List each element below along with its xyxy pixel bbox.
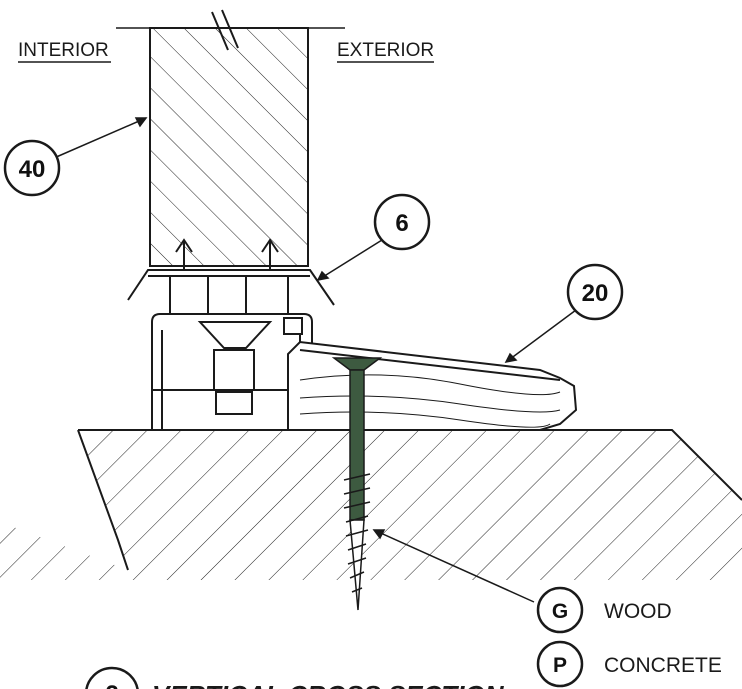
base-profile (151, 313, 313, 431)
svg-text:20: 20 (582, 280, 609, 307)
svg-text:G: G (552, 600, 568, 623)
svg-text:40: 40 (19, 156, 46, 183)
svg-text:6: 6 (395, 210, 408, 237)
svg-text:CONCRETE: CONCRETE (604, 654, 722, 677)
bracket (127, 238, 335, 316)
interior-label: INTERIOR (18, 40, 109, 61)
exterior-label: EXTERIOR (337, 40, 434, 61)
legend-wood: G WOOD (536, 586, 672, 634)
deck-board (287, 340, 578, 431)
screw (331, 357, 383, 611)
svg-text:VERTICAL CROSS SECTION: VERTICAL CROSS SECTION (152, 680, 505, 689)
callout-6: 6 (373, 193, 431, 251)
section-title: 2 VERTICAL CROSS SECTION (85, 666, 505, 689)
callout-40: 40 (3, 139, 61, 197)
post (116, 9, 345, 267)
leader-lines (53, 117, 577, 603)
legend-concrete: P CONCRETE (536, 640, 722, 688)
svg-text:2: 2 (105, 681, 118, 689)
svg-text:WOOD: WOOD (604, 600, 672, 623)
substrate (0, 429, 742, 689)
svg-text:P: P (553, 654, 567, 677)
callout-20: 20 (566, 263, 624, 321)
